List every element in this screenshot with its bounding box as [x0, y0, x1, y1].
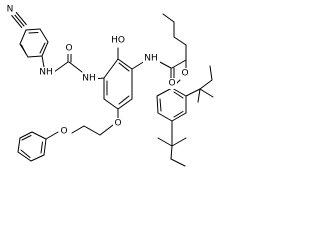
ether-o-phenoxy-label: O — [60, 127, 67, 137]
di-tert-pentylphenoxy-group — [156, 65, 214, 167]
amide-o-label: O — [168, 79, 175, 89]
ether-o-aryl-label: O — [181, 69, 188, 79]
urea-nh-left-label: NH — [39, 68, 53, 78]
cyanophenyl-group — [11, 12, 49, 68]
hydroxyl-label: HO — [111, 36, 125, 46]
urea-nh-right-label: NH — [82, 74, 96, 84]
amide-butyl-chain — [157, 13, 187, 80]
atom-labels: N NH O NH HO NH O O O O — [6, 4, 190, 137]
chemical-structure: N NH O NH HO NH O O O O — [6, 4, 214, 167]
nitrile-n-label: N — [7, 5, 14, 15]
ether-o-phenoxyethoxy-label: O — [114, 119, 121, 129]
phenoxyethoxy-chain — [17, 124, 114, 162]
urea-o-label: O — [65, 44, 72, 54]
amide-nh-label: NH — [144, 54, 158, 64]
central-ring — [103, 47, 146, 121]
